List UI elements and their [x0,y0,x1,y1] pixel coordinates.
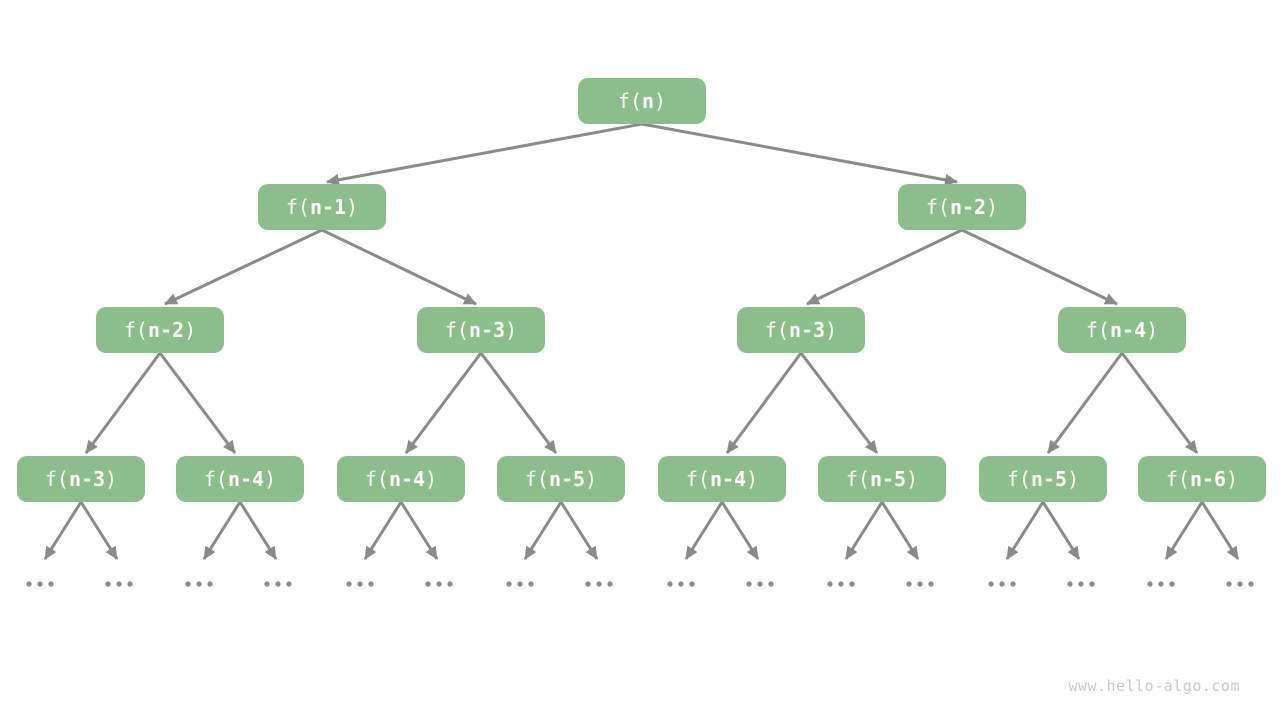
edge-arrow [720,501,760,560]
ellipsis-dot [667,581,673,587]
edge-arrow [158,352,237,454]
ellipsis-dot [1169,581,1175,587]
ellipsis [1067,581,1095,587]
ellipsis-dot [1089,581,1095,587]
ellipsis [1147,581,1175,587]
ellipsis-dot [436,581,442,587]
ellipsis [506,581,534,587]
ellipsis-dot [116,581,122,587]
ellipsis-dot [999,581,1005,587]
ellipsis-dot [425,581,431,587]
ellipsis-dot [768,581,774,587]
ellipsis-dot [346,581,352,587]
ellipsis-dot [264,581,270,587]
ellipsis-dot [37,581,43,587]
ellipsis [346,581,374,587]
ellipsis-dot [607,581,613,587]
edge-arrow [844,501,884,560]
ellipsis-dot [196,581,202,587]
watermark: www.hello-algo.com [1068,677,1240,695]
ellipsis-dot [849,581,855,587]
ellipsis-dot [357,581,363,587]
ellipsis-dot [678,581,684,587]
ellipsis [906,581,934,587]
edge-arrow [321,228,477,306]
ellipsis [746,581,774,587]
edge-arrow [559,501,599,560]
edge-arrow [202,501,242,560]
edge-arrow [84,352,162,454]
ellipsis-dot [906,581,912,587]
ellipsis-dot [827,581,833,587]
edge-arrow [799,352,879,454]
ellipsis [827,581,855,587]
ellipsis [585,581,613,587]
edge-arrow [404,352,483,454]
edge-arrow [238,501,278,560]
edge-arrow [79,501,119,560]
ellipsis [1226,581,1254,587]
edge-arrow [399,501,439,560]
ellipsis-dot [1078,581,1084,587]
ellipsis-dot [757,581,763,587]
ellipsis [264,581,292,587]
edge-arrow [641,122,958,186]
ellipsis-dot [928,581,934,587]
ellipsis [988,581,1016,587]
edge-arrow [523,501,563,560]
ellipsis-dot [447,581,453,587]
ellipsis-dot [838,581,844,587]
ellipsis-dot [1010,581,1016,587]
edge-arrow [164,228,323,306]
ellipsis-dot [26,581,32,587]
ellipsis-dot [528,581,534,587]
ellipsis [26,581,54,587]
ellipsis-dot [1158,581,1164,587]
edge-arrow [326,122,643,186]
ellipsis-dot [48,581,54,587]
ellipsis [185,581,213,587]
edge-arrow [1041,501,1081,560]
edge-arrow [363,501,403,560]
ellipsis-dot [207,581,213,587]
edge-arrow [684,501,724,560]
edge-arrow [806,228,963,306]
edge-arrow [1005,501,1045,560]
ellipsis-dot [506,581,512,587]
edge-arrow [880,501,920,560]
edge-arrow [1046,352,1124,454]
ellipsis-dot [596,581,602,587]
ellipsis-dot [1147,581,1153,587]
ellipsis-dot [746,581,752,587]
edge-arrow [961,228,1118,306]
ellipsis-dot [286,581,292,587]
ellipsis-dot [689,581,695,587]
ellipsis-dot [1248,581,1254,587]
ellipsis-dot [185,581,191,587]
ellipsis-dot [988,581,994,587]
ellipsis-dot [105,581,111,587]
edge-arrow [43,501,83,560]
ellipsis [425,581,453,587]
ellipsis-dot [585,581,591,587]
edge-arrow [1164,501,1204,560]
edge-arrow [479,352,558,454]
ellipsis [667,581,695,587]
edge-arrow [725,352,803,454]
edge-arrow [1200,501,1240,560]
ellipsis-dot [1226,581,1232,587]
ellipsis [105,581,133,587]
edge-arrow [1120,352,1199,454]
ellipsis-dot [917,581,923,587]
ellipsis-dot [127,581,133,587]
ellipsis-dot [275,581,281,587]
ellipsis-dot [1237,581,1243,587]
ellipsis-dot [368,581,374,587]
ellipsis-dot [517,581,523,587]
ellipsis-dot [1067,581,1073,587]
